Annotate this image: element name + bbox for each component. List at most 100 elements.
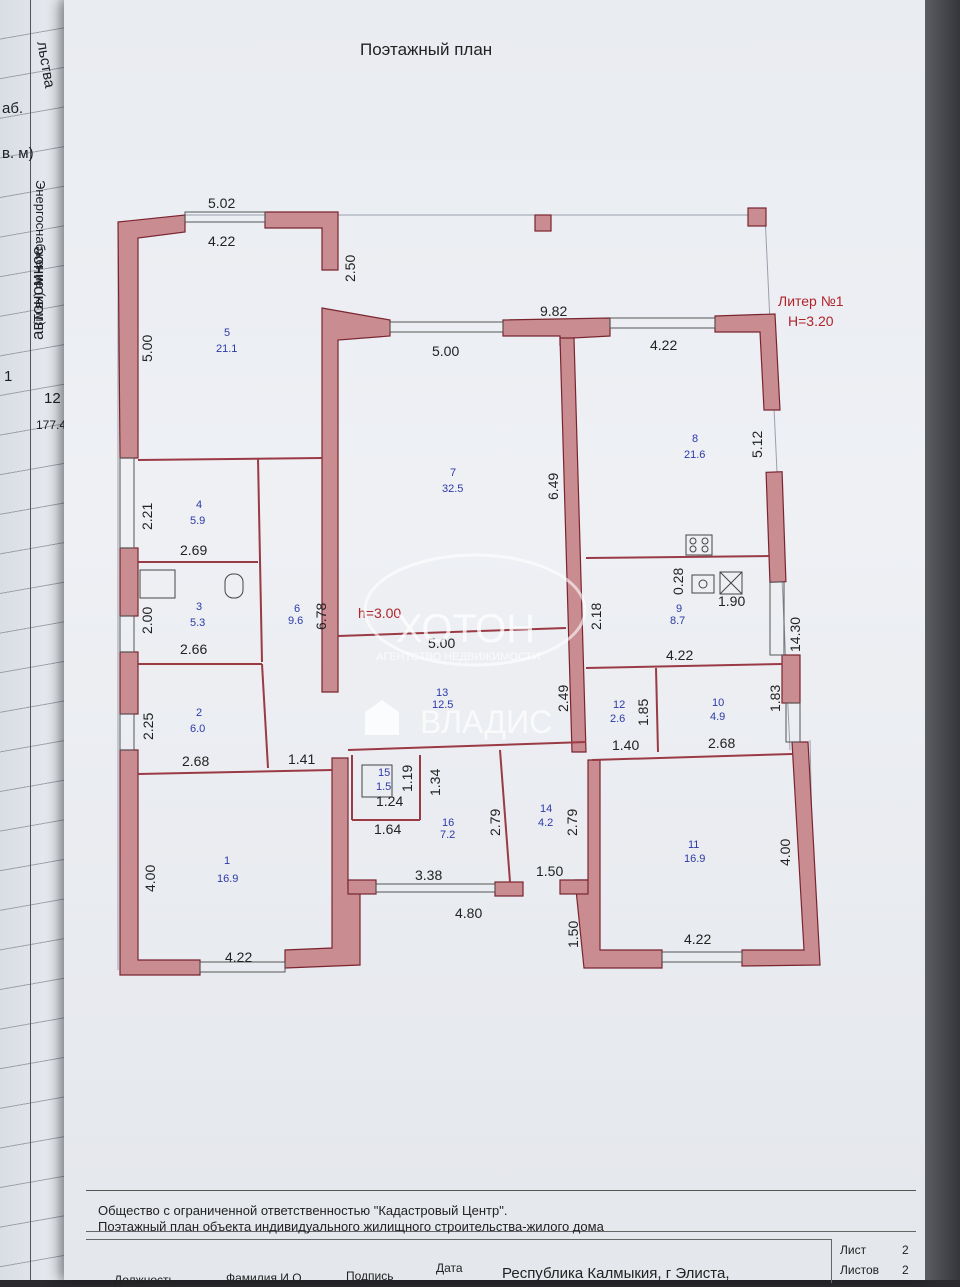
dim-label: 5.00 <box>139 335 155 362</box>
col-name: Фамилия И.О. <box>226 1271 305 1285</box>
dim-label: 2.00 <box>139 607 155 634</box>
dim-label: 1.40 <box>612 737 639 753</box>
wall-s-door1 <box>347 879 377 895</box>
liter-label: Литер №1 <box>778 293 844 309</box>
room-number: 15 <box>378 767 390 779</box>
dim-label: 1.50 <box>536 863 563 879</box>
sheet-shadow <box>925 0 960 1280</box>
dim-label: 1.24 <box>376 793 403 809</box>
room-area: 8.7 <box>670 615 685 627</box>
room-number: 6 <box>294 603 300 615</box>
toilet-icon <box>224 573 244 599</box>
dim-label: 0.28 <box>670 568 686 595</box>
dim-label: 2.66 <box>180 641 207 657</box>
dim-label: 2.79 <box>487 809 503 836</box>
watermark-tagline: АГЕНТСТВО НЕДВИЖИМОСТИ <box>376 651 540 663</box>
page-title: Поэтажный план <box>360 40 493 59</box>
wall-se <box>741 741 821 967</box>
sheets-label: Листов <box>840 1263 879 1277</box>
dim-label: 2.68 <box>708 735 735 751</box>
col-sign: Подпись <box>346 1269 394 1283</box>
wall-s-door3 <box>559 879 589 895</box>
dim-label: 1.85 <box>635 699 651 726</box>
height-inner-label: h=3.00 <box>358 605 401 621</box>
sheet-label: Лист <box>840 1243 867 1257</box>
boiler-icon <box>361 764 393 798</box>
document-sheet <box>64 0 930 1280</box>
room-area: 16.9 <box>217 873 238 885</box>
stamp-row-org: Общество с ограниченной ответственностью… <box>86 1191 916 1232</box>
stamp-address: Республика Калмыкия, г Элиста, <box>502 1265 730 1282</box>
sheets-value: 2 <box>902 1263 909 1277</box>
dim-label: 1.41 <box>288 751 315 767</box>
dim-label: 1.34 <box>427 769 443 796</box>
stamp-object: Поэтажный план объекта индивидуального ж… <box>98 1219 604 1234</box>
room-number: 9 <box>676 603 682 615</box>
sheet-value: 2 <box>902 1243 909 1257</box>
dim-label: 4.22 <box>650 337 677 353</box>
left-page-grid <box>0 0 70 1280</box>
bathtub-icon <box>139 569 176 599</box>
room-number: 1 <box>224 855 230 867</box>
partitions <box>137 457 793 883</box>
wall-e1 <box>765 471 787 583</box>
left-page: льства аб. в. м) автономное Энергоснабже… <box>0 0 70 1280</box>
dim-label: 2.18 <box>588 603 604 630</box>
room-area: 9.6 <box>288 615 303 627</box>
dim-label: 4.00 <box>777 839 793 866</box>
wall-s2 <box>574 759 663 969</box>
room-number: 7 <box>450 467 456 479</box>
stamp-sheet-box: Лист 2 Листов 2 <box>831 1239 917 1283</box>
room-number: 10 <box>712 697 724 709</box>
room-area: 16.9 <box>684 853 705 865</box>
room-area: 6.0 <box>190 723 205 735</box>
dim-label: 4.80 <box>455 905 482 921</box>
wall-mid-v <box>321 307 391 693</box>
col-date: Дата <box>436 1261 463 1275</box>
dim-label: 5.00 <box>428 635 455 651</box>
dim-label: 2.68 <box>182 753 209 769</box>
room-number: 2 <box>196 707 202 719</box>
wall-s1 <box>284 757 361 969</box>
dim-label: 4.22 <box>225 949 252 965</box>
wall-pillar2 <box>747 207 767 227</box>
room-number: 4 <box>196 499 202 511</box>
dim-label: 2.50 <box>342 255 358 282</box>
watermark-brand2: ВЛАДИС <box>420 704 552 740</box>
dim-label: 2.79 <box>564 809 580 836</box>
wall-w2 <box>119 651 139 715</box>
dim-label: 1.83 <box>767 685 783 712</box>
dim-label: 5.02 <box>208 195 235 211</box>
sink-icon <box>691 574 715 594</box>
left-text-6: 12 <box>44 390 61 407</box>
left-text-2: в. м) <box>2 145 34 162</box>
room-number: 11 <box>688 839 699 851</box>
room-area: 2.6 <box>610 713 625 725</box>
wall-t <box>502 317 611 346</box>
wall-mid-v2 <box>559 337 587 753</box>
wall-ne <box>714 313 781 411</box>
dim-label: 5.00 <box>432 343 459 359</box>
dim-label: 3.38 <box>415 867 442 883</box>
walls <box>117 207 821 976</box>
dim-label: 5.12 <box>749 431 765 458</box>
room-labels: 1 16.9 2 6.0 3 5.3 4 5.9 5 21.1 6 9.6 7 … <box>190 327 725 885</box>
room-number: 8 <box>692 433 698 445</box>
dim-label: 1.64 <box>374 821 401 837</box>
wall-s-door2 <box>494 881 524 897</box>
room-area: 21.1 <box>216 343 237 355</box>
height-main-label: H=3.20 <box>788 313 834 329</box>
dim-label: 9.82 <box>540 303 567 319</box>
room-number: 3 <box>196 601 202 613</box>
shower-icon <box>719 571 743 595</box>
dim-label: 4.22 <box>208 233 235 249</box>
left-page-line <box>30 0 31 1280</box>
dim-label: 4.22 <box>666 647 693 663</box>
left-text-1: аб. <box>2 100 24 117</box>
room-area: 5.9 <box>190 515 205 527</box>
wall-e2 <box>781 654 801 704</box>
wall-n-stub <box>264 211 339 271</box>
dim-label: 1.90 <box>718 593 745 609</box>
wall-pillar1 <box>534 214 552 232</box>
